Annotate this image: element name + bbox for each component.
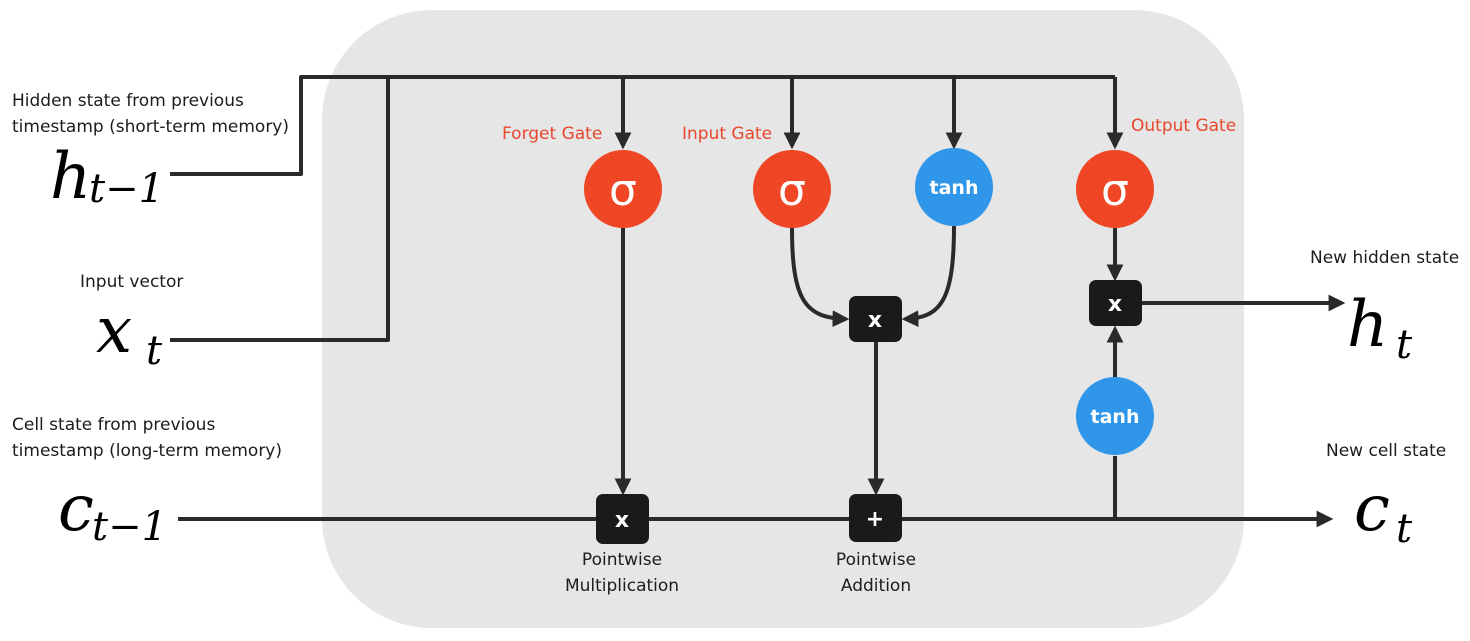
svg-text:tanh: tanh	[1091, 406, 1140, 428]
svg-text:t: t	[1396, 506, 1413, 552]
hidden-prev-label-1: Hidden state from previous	[12, 91, 244, 111]
svg-text:x: x	[615, 508, 629, 533]
forget-gate-label: Forget Gate	[502, 124, 602, 144]
x-input-wire	[170, 77, 390, 342]
svg-text:σ: σ	[778, 165, 806, 216]
output-gate-sigmoid-node: σ	[1076, 150, 1154, 228]
svg-text:x: x	[868, 308, 882, 333]
candidate-tanh-node: tanh	[915, 148, 993, 226]
c-t-symbol: c t	[1354, 472, 1413, 552]
pointwise-mult-caption-2: Multiplication	[565, 576, 679, 596]
input-vector-label: Input vector	[80, 272, 183, 292]
svg-text:t−1: t−1	[89, 166, 164, 212]
forget-gate-sigmoid-node: σ	[584, 150, 662, 228]
svg-text:h: h	[50, 140, 91, 214]
svg-text:σ: σ	[1101, 165, 1129, 216]
svg-text:+: +	[866, 507, 884, 532]
h-prev-wire	[170, 75, 1115, 176]
pointwise-add-caption-2: Addition	[841, 576, 911, 596]
svg-text:x: x	[1108, 292, 1122, 317]
hidden-prev-label-2: timestamp (short-term memory)	[12, 117, 289, 137]
svg-text:t: t	[146, 328, 163, 374]
cell-add-node: +	[849, 494, 902, 542]
cell-prev-label-1: Cell state from previous	[12, 415, 215, 435]
lstm-cell-panel	[322, 10, 1244, 628]
cell-prev-label-2: timestamp (long-term memory)	[12, 441, 282, 461]
svg-text:x: x	[96, 294, 132, 368]
output-tanh-node: tanh	[1076, 377, 1154, 455]
svg-text:σ: σ	[609, 165, 637, 216]
input-gate-to-mult-arrow	[790, 227, 850, 328]
h-prev-symbol: h t−1	[50, 140, 164, 214]
output-multiply-node: x	[1089, 280, 1142, 326]
svg-text:h: h	[1347, 288, 1388, 362]
input-gate-label: Input Gate	[682, 124, 772, 144]
h-t-symbol: h t	[1347, 288, 1413, 368]
new-cell-state-label: New cell state	[1326, 441, 1446, 461]
svg-text:c: c	[58, 472, 94, 546]
pointwise-mult-caption-1: Pointwise	[582, 550, 662, 570]
new-hidden-state-label: New hidden state	[1310, 248, 1459, 268]
svg-text:t: t	[1396, 322, 1413, 368]
svg-text:tanh: tanh	[930, 177, 979, 199]
input-multiply-node: x	[849, 296, 902, 342]
x-t-symbol: x t	[96, 294, 163, 374]
input-gate-sigmoid-node: σ	[753, 150, 831, 228]
svg-text:t−1: t−1	[92, 504, 167, 550]
forget-multiply-node: x	[596, 494, 649, 544]
tanh-to-mult-arrow	[901, 225, 956, 328]
c-prev-symbol: c t−1	[58, 472, 167, 550]
output-gate-label: Output Gate	[1131, 116, 1236, 136]
pointwise-add-caption-1: Pointwise	[836, 550, 916, 570]
svg-text:c: c	[1354, 472, 1390, 546]
